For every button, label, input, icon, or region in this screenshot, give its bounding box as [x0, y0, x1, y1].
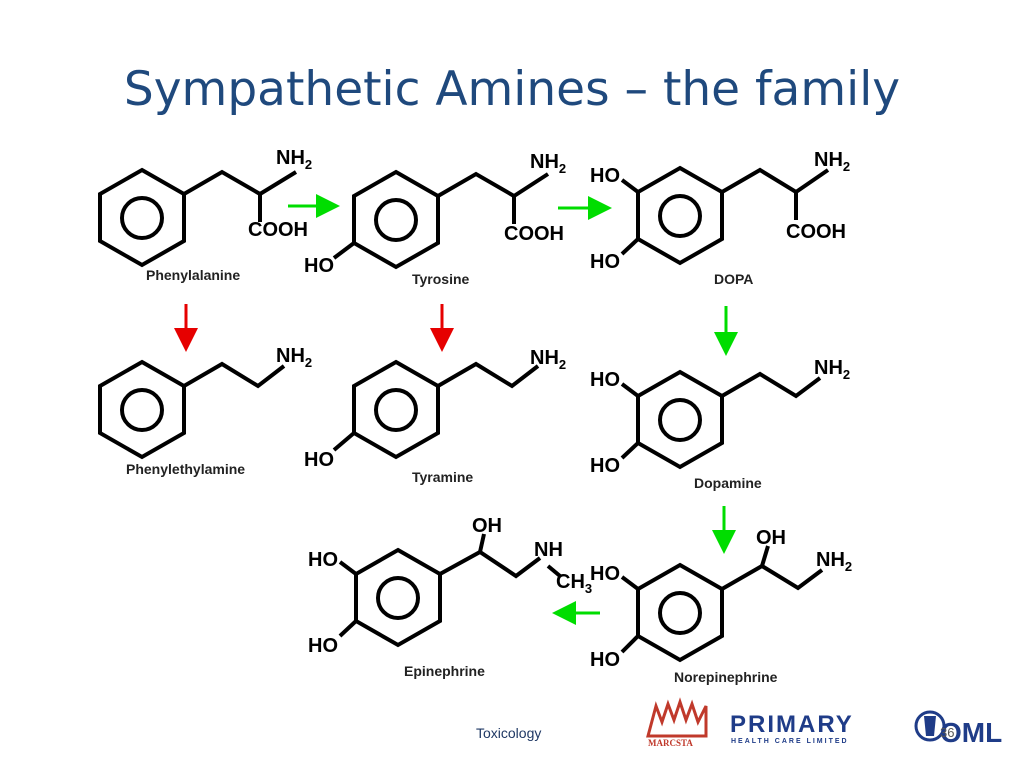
nh2-label: NH2 — [530, 347, 566, 372]
dopamine-structure — [620, 369, 822, 470]
slide-title: Sympathetic Amines – the family — [123, 62, 901, 117]
tyramine-label: Tyramine — [412, 469, 473, 485]
primary-logo: PRIMARY HEALTH CARE LIMITED — [730, 711, 854, 745]
dopamine-label: Dopamine — [694, 475, 762, 491]
cooh-label: COOH — [248, 219, 308, 241]
cooh-label: COOH — [786, 221, 846, 243]
phenylethylamine-label: Phenylethylamine — [126, 461, 245, 477]
nh2-label: NH2 — [276, 345, 312, 370]
marcsta-logo: MARCSTA — [645, 697, 711, 748]
ho-label: HO — [590, 251, 620, 273]
phenylethylamine-structure — [98, 359, 286, 460]
ho-label: HO — [590, 455, 620, 477]
ho-label: HO — [590, 649, 620, 671]
nh2-label: NH2 — [530, 151, 566, 176]
oh-label: OH — [756, 527, 786, 549]
ho-label: HO — [304, 449, 334, 471]
ho-label: HO — [308, 635, 338, 657]
tyrosine-label: Tyrosine — [412, 271, 470, 287]
phenylalanine-label: Phenylalanine — [146, 267, 240, 283]
nh2-label: NH2 — [816, 549, 852, 574]
nh2-label: NH2 — [814, 357, 850, 382]
oml-logo: OML — [914, 710, 1002, 748]
page-number: 36 — [940, 725, 955, 740]
oh-label: OH — [472, 515, 502, 537]
primary-text: PRIMARY — [730, 711, 854, 738]
epinephrine-structure — [338, 533, 562, 648]
cooh-label: COOH — [504, 223, 564, 245]
ho-label: HO — [590, 165, 620, 187]
epinephrine-label: Epinephrine — [404, 663, 485, 679]
ho-label: HO — [590, 369, 620, 391]
norepinephrine-label: Norepinephrine — [674, 669, 778, 685]
nh2-label: NH2 — [814, 149, 850, 174]
marcsta-text: MARCSTA — [648, 738, 693, 748]
ho-label: HO — [304, 255, 334, 277]
ch3-label: CH3 — [556, 571, 592, 596]
ho-label: HO — [590, 563, 620, 585]
oml-text: OML — [940, 717, 1002, 748]
dopa-label: DOPA — [714, 271, 753, 287]
norepinephrine-structure — [620, 545, 824, 663]
footer-text: Toxicology — [476, 725, 542, 741]
nh2-label: NH2 — [276, 147, 312, 172]
tyramine-structure — [332, 359, 540, 460]
tyrosine-structure — [332, 169, 550, 270]
dopa-structure — [620, 165, 830, 266]
nh-label: NH — [534, 539, 563, 561]
ho-label: HO — [308, 549, 338, 571]
primary-tagline: HEALTH CARE LIMITED — [731, 738, 849, 745]
phenylalanine-structure — [98, 167, 298, 268]
